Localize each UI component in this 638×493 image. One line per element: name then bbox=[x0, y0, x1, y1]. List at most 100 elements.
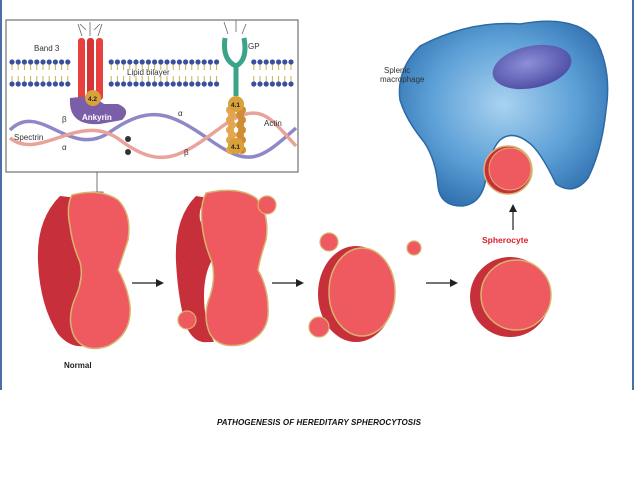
protein-4-1-b-label: 4.1 bbox=[231, 144, 240, 151]
membrane-vesicle bbox=[257, 195, 277, 215]
lipid-head bbox=[46, 59, 52, 65]
lipid-head bbox=[34, 81, 40, 87]
lipid-head bbox=[164, 59, 170, 65]
beta-label-left: β bbox=[62, 115, 67, 124]
lipid-head bbox=[121, 81, 127, 87]
lipid-head bbox=[108, 81, 114, 87]
lipid-head bbox=[145, 81, 151, 87]
lipid-head bbox=[114, 81, 120, 87]
lipid-head bbox=[59, 81, 65, 87]
arrow-right-icon bbox=[272, 279, 304, 287]
lipid-head bbox=[133, 81, 139, 87]
lipid-head bbox=[9, 59, 15, 65]
lipid-head bbox=[145, 59, 151, 65]
lipid-head bbox=[46, 81, 52, 87]
lipid-head bbox=[176, 59, 182, 65]
lipid-head bbox=[65, 59, 71, 65]
lipid-head bbox=[152, 59, 158, 65]
lipid-head bbox=[121, 59, 127, 65]
lipid-head bbox=[183, 81, 189, 87]
lipid-head bbox=[158, 59, 164, 65]
splenic-macrophage: Splenic macrophage bbox=[380, 20, 609, 207]
lipid-head bbox=[15, 59, 21, 65]
budding-red-cell bbox=[175, 189, 277, 347]
lipid-head bbox=[108, 59, 114, 65]
lipid-head bbox=[288, 81, 294, 87]
lipid-head bbox=[40, 81, 46, 87]
band3-label: Band 3 bbox=[34, 44, 60, 53]
protein-4-1-a bbox=[228, 96, 244, 112]
lipid-head bbox=[170, 59, 176, 65]
membrane-vesicle bbox=[308, 316, 330, 338]
membrane-inset: 4.2 Ankyrin 4.1 4.1 Band 3 GP Lipid bila… bbox=[5, 19, 299, 173]
arrow-right-icon bbox=[132, 279, 164, 287]
lipid-head bbox=[152, 81, 158, 87]
lipid-head bbox=[257, 81, 263, 87]
lipid-head bbox=[28, 59, 34, 65]
lipid-head bbox=[158, 81, 164, 87]
lipid-head bbox=[9, 81, 15, 87]
lipid-head bbox=[263, 81, 269, 87]
lipid-head bbox=[189, 59, 195, 65]
ankyrin-protein: 4.2 Ankyrin bbox=[69, 90, 127, 125]
ankyrin-label: Ankyrin bbox=[82, 113, 112, 122]
membrane-vesicle bbox=[177, 310, 197, 330]
lipid-head bbox=[276, 59, 282, 65]
protein-4-1-a-label: 4.1 bbox=[231, 102, 240, 109]
lipid-head bbox=[127, 59, 133, 65]
lipid-head bbox=[65, 81, 71, 87]
lipid-head bbox=[282, 59, 288, 65]
lipid-head bbox=[139, 81, 145, 87]
spherocyte-cell bbox=[470, 257, 552, 337]
spectrin-label: Spectrin bbox=[14, 133, 43, 142]
lipid-head bbox=[207, 81, 213, 87]
lipid-head bbox=[201, 59, 207, 65]
lipid-head bbox=[251, 81, 257, 87]
glycophorin-protein bbox=[222, 20, 248, 96]
lipid-head bbox=[276, 81, 282, 87]
frame-left-edge bbox=[0, 0, 2, 390]
lipid-head bbox=[282, 81, 288, 87]
membrane-vesicle bbox=[406, 240, 422, 256]
lipid-head bbox=[34, 59, 40, 65]
lipid-head bbox=[127, 81, 133, 87]
engulfed-spherocyte bbox=[483, 145, 533, 195]
lipid-head bbox=[257, 59, 263, 65]
beta-label-right: β bbox=[184, 148, 189, 157]
lipid-head bbox=[15, 81, 21, 87]
lipid-head bbox=[269, 81, 275, 87]
lipid-head bbox=[214, 59, 220, 65]
spherocytosis-diagram: 4.2 Ankyrin 4.1 4.1 Band 3 GP Lipid bila… bbox=[5, 19, 609, 370]
lipid-head bbox=[189, 81, 195, 87]
lipid-head bbox=[263, 59, 269, 65]
lipid-head bbox=[201, 81, 207, 87]
band3-protein bbox=[77, 22, 103, 100]
lipid-head bbox=[251, 59, 257, 65]
splenic-macrophage-label-1: Splenic bbox=[384, 66, 410, 75]
lipid-head bbox=[52, 59, 59, 65]
vesiculating-red-cell bbox=[308, 232, 422, 342]
lipid-head bbox=[195, 59, 201, 65]
lipid-bilayer bbox=[9, 59, 294, 87]
lipid-head bbox=[269, 59, 275, 65]
arrow-right-icon bbox=[426, 279, 458, 287]
splenic-macrophage-label-2: macrophage bbox=[380, 75, 425, 84]
lipid-head bbox=[21, 59, 27, 65]
lipid-head bbox=[214, 81, 220, 87]
protein-4-2-label: 4.2 bbox=[88, 96, 97, 103]
lipid-head bbox=[183, 59, 189, 65]
lipid-head bbox=[164, 81, 170, 87]
protein-4-1-b bbox=[228, 138, 244, 154]
lipid-head bbox=[288, 59, 294, 65]
lipid-head bbox=[176, 81, 182, 87]
macrophage-nucleus bbox=[492, 44, 572, 90]
spherocyte-label: Spherocyte bbox=[482, 235, 529, 245]
gp-label: GP bbox=[248, 42, 260, 51]
figure-caption: PATHOGENESIS OF HEREDITARY SPHEROCYTOSIS bbox=[216, 418, 422, 427]
lipid-bilayer-label: Lipid bilayer bbox=[127, 68, 170, 77]
normal-red-cell: Normal bbox=[37, 191, 131, 370]
lipid-head bbox=[40, 59, 46, 65]
inset-border bbox=[5, 19, 299, 173]
spectrin-junction bbox=[125, 149, 131, 155]
lipid-head bbox=[139, 59, 145, 65]
